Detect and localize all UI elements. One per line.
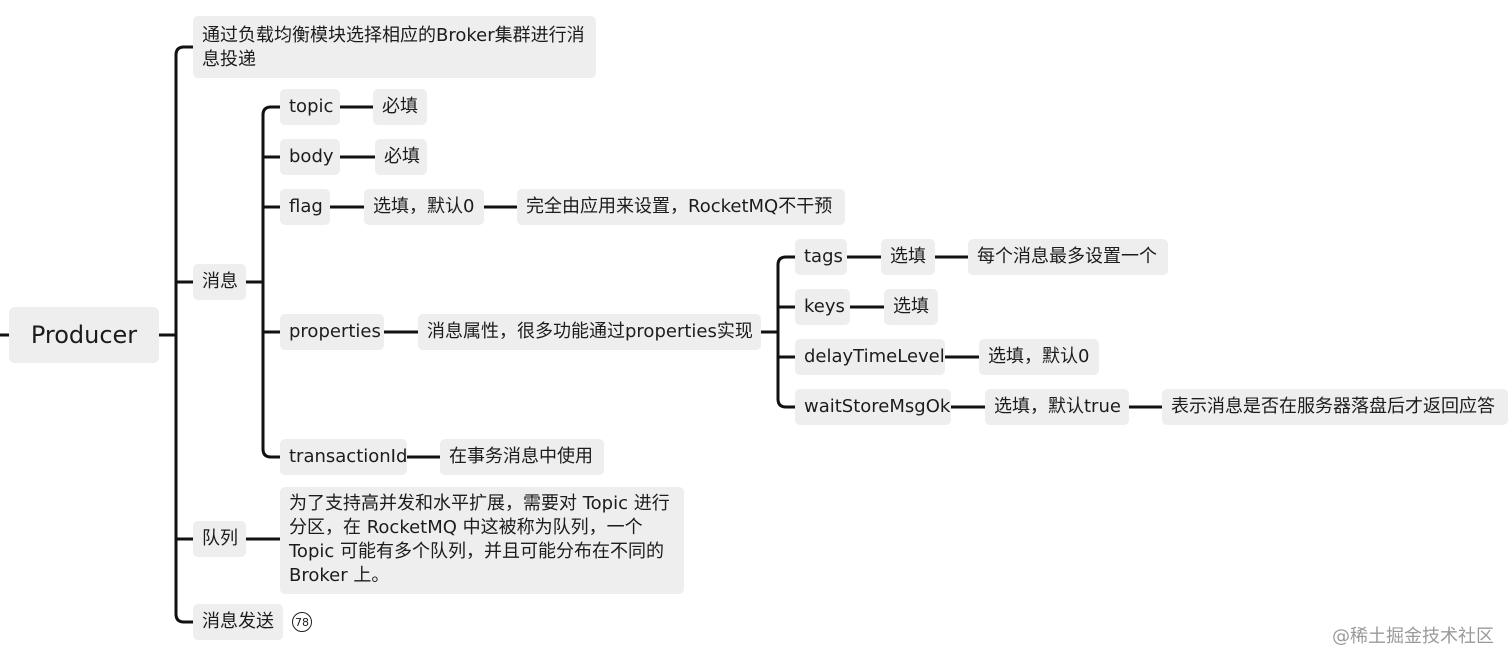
keys-optional-text: 选填 [893,296,929,317]
tags-optional-node[interactable]: 选填 [881,239,935,275]
message-label: 消息 [202,271,238,292]
flag-optional-node[interactable]: 选填，默认0 [364,189,484,225]
collapsed-count-text: 78 [295,615,309,629]
transaction-usage-text: 在事务消息中使用 [449,446,593,467]
properties-label: properties [289,321,381,342]
queue-node[interactable]: 队列 [193,521,246,557]
properties-desc-node[interactable]: 消息属性，很多功能通过properties实现 [418,314,761,350]
body-label: body [289,146,334,167]
body-node[interactable]: body [280,139,340,175]
properties-links-branch-3 [776,397,797,409]
collapsed-count-badge[interactable]: 78 [292,612,312,632]
properties-links-branch-0 [776,255,797,267]
wait-optional-text: 选填，默认true [994,396,1121,417]
flag-node[interactable]: flag [280,189,330,225]
flag-label: flag [289,196,323,217]
flag-optional-text: 选填，默认0 [373,196,475,217]
topic-required-node[interactable]: 必填 [373,89,427,125]
topic-node[interactable]: topic [280,89,340,125]
keys-optional-node[interactable]: 选填 [884,289,938,325]
message-links-branch-0 [261,105,282,117]
topic-required-text: 必填 [382,96,418,117]
message-links-branch-4 [261,447,282,459]
tags-note-text: 每个消息最多设置一个 [977,246,1157,267]
delay-time-level-label: delayTimeLevel [804,346,945,367]
topic-label: topic [289,96,334,117]
root-links-branch-3 [174,612,195,624]
tags-optional-text: 选填 [890,246,926,267]
properties-desc-text: 消息属性，很多功能通过properties实现 [427,321,753,342]
wait-optional-node[interactable]: 选填，默认true [985,389,1129,425]
intro-node[interactable]: 通过负载均衡模块选择相应的Broker集群进行消息投递 [193,16,596,78]
queue-desc-node[interactable]: 为了支持高并发和水平扩展，需要对 Topic 进行分区，在 RocketMQ 中… [280,487,684,594]
wait-note-node[interactable]: 表示消息是否在服务器落盘后才返回应答 [1162,389,1508,425]
tags-node[interactable]: tags [795,239,847,275]
wait-store-msg-ok-node[interactable]: waitStoreMsgOk [795,389,951,425]
root-label: Producer [30,321,138,349]
transaction-id-label: transactionId [289,446,408,467]
body-required-text: 必填 [384,146,420,167]
keys-label: keys [804,296,845,317]
delay-optional-node[interactable]: 选填，默认0 [979,339,1099,375]
message-send-label: 消息发送 [202,611,274,632]
transaction-usage-node[interactable]: 在事务消息中使用 [440,439,604,475]
transaction-id-node[interactable]: transactionId [280,439,407,475]
intro-text: 通过负载均衡模块选择相应的Broker集群进行消息投递 [202,25,585,70]
flag-note-text: 完全由应用来设置，RocketMQ不干预 [526,196,833,217]
tags-note-node[interactable]: 每个消息最多设置一个 [968,239,1168,275]
delay-optional-text: 选填，默认0 [988,346,1090,367]
keys-node[interactable]: keys [795,289,850,325]
queue-desc-text: 为了支持高并发和水平扩展，需要对 Topic 进行分区，在 RocketMQ 中… [289,493,670,586]
properties-node[interactable]: properties [280,314,384,350]
root-links-branch-0 [174,45,195,57]
delay-time-level-node[interactable]: delayTimeLevel [795,339,945,375]
root-node[interactable]: Producer [9,307,159,363]
watermark-text: @稀土掘金技术社区 [1332,626,1494,647]
tags-label: tags [804,246,843,267]
flag-note-node[interactable]: 完全由应用来设置，RocketMQ不干预 [517,189,845,225]
body-required-node[interactable]: 必填 [375,139,427,175]
queue-label: 队列 [202,528,238,549]
message-send-node[interactable]: 消息发送 [193,604,283,640]
message-node[interactable]: 消息 [193,264,246,300]
wait-store-msg-ok-label: waitStoreMsgOk [804,396,951,417]
wait-note-text: 表示消息是否在服务器落盘后才返回应答 [1171,396,1495,417]
